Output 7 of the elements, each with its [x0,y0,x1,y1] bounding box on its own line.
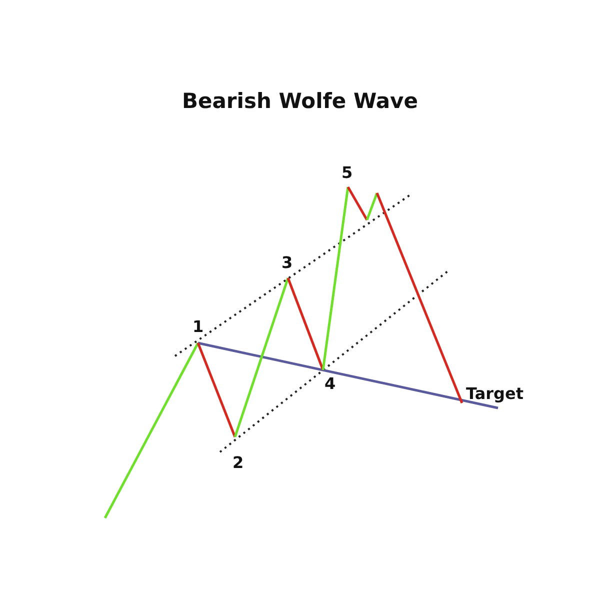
target-label: Target [466,386,524,402]
point-label: 1 [192,319,204,335]
point-label: 4 [324,376,336,392]
point-label: 2 [232,455,244,471]
chart-title: Bearish Wolfe Wave [181,91,419,112]
point-label: 5 [342,165,353,181]
point-label: 3 [282,255,293,271]
